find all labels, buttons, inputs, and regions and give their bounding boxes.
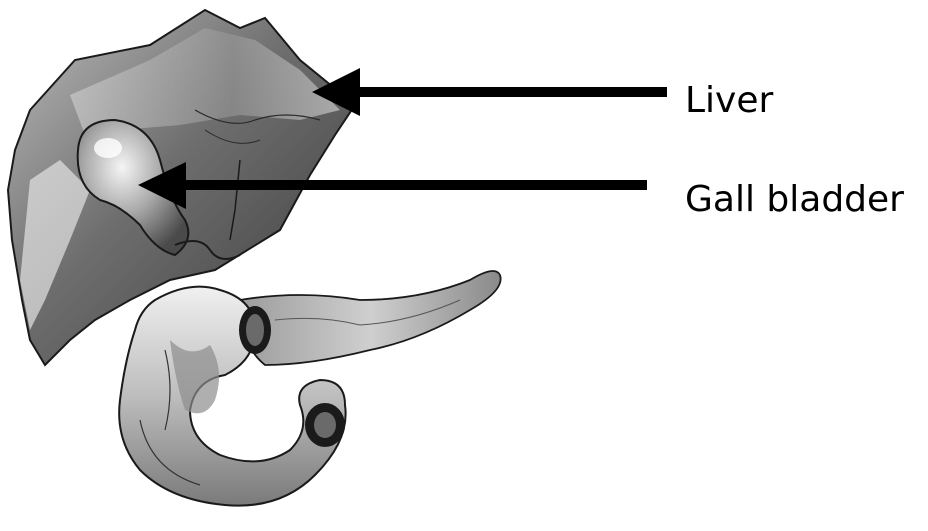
label-liver: Liver <box>685 83 773 119</box>
arrow-liver-icon <box>312 68 667 116</box>
label-gall-bladder: Gall bladder <box>685 182 904 218</box>
pancreas-illustration <box>240 271 501 365</box>
